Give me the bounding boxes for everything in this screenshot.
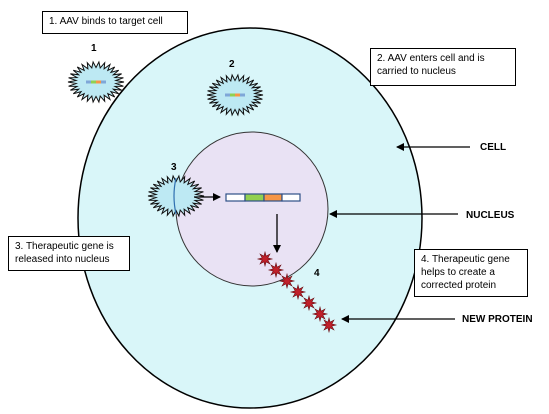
protein-unit-1 <box>256 250 274 268</box>
nucleus-label: NUCLEUS <box>466 210 515 221</box>
gene-segment-2 <box>244 193 265 202</box>
step-number-2: 2 <box>229 59 235 70</box>
step3-text-line2: released into nucleus <box>15 254 110 265</box>
step3-callout: 3. Therapeutic gene is released into nuc… <box>8 236 130 271</box>
nucleus <box>175 131 329 287</box>
protein-unit-3 <box>278 272 296 290</box>
protein-unit-4 <box>289 283 307 301</box>
step4-text-line3: corrected protein <box>421 280 497 291</box>
step2-callout: 2. AAV enters cell and is carried to nuc… <box>370 48 516 86</box>
cell-label: CELL <box>480 142 506 153</box>
step-number-1: 1 <box>91 43 97 54</box>
gene-segment-4 <box>281 193 301 202</box>
step2-text-line2: carried to nucleus <box>377 66 456 77</box>
step4-callout: 4. Therapeutic gene helps to create a co… <box>414 249 528 297</box>
step-number-3: 3 <box>171 162 177 173</box>
step1-text: 1. AAV binds to target cell <box>49 16 163 27</box>
step3-text-line1: 3. Therapeutic gene is <box>15 241 114 252</box>
new-protein-chain <box>256 250 338 334</box>
protein-unit-2 <box>267 261 285 279</box>
step2-text-line1: 2. AAV enters cell and is <box>377 53 485 64</box>
step4-text-line1: 4. Therapeutic gene <box>421 254 510 265</box>
protein-unit-7 <box>320 316 338 334</box>
step-number-4: 4 <box>314 268 320 279</box>
gene-segment-1 <box>225 193 246 202</box>
virus-particle-1 <box>67 60 125 104</box>
virus-particle-2 <box>206 73 264 117</box>
step4-text-line2: helps to create a <box>421 267 495 278</box>
therapeutic-gene <box>225 193 301 202</box>
protein-unit-6 <box>311 305 329 323</box>
new-protein-label: NEW PROTEIN <box>462 314 533 325</box>
step1-callout: 1. AAV binds to target cell <box>42 11 188 34</box>
gene-segment-3 <box>263 193 283 202</box>
protein-unit-5 <box>300 294 318 312</box>
virus-particle-3 <box>147 174 205 218</box>
